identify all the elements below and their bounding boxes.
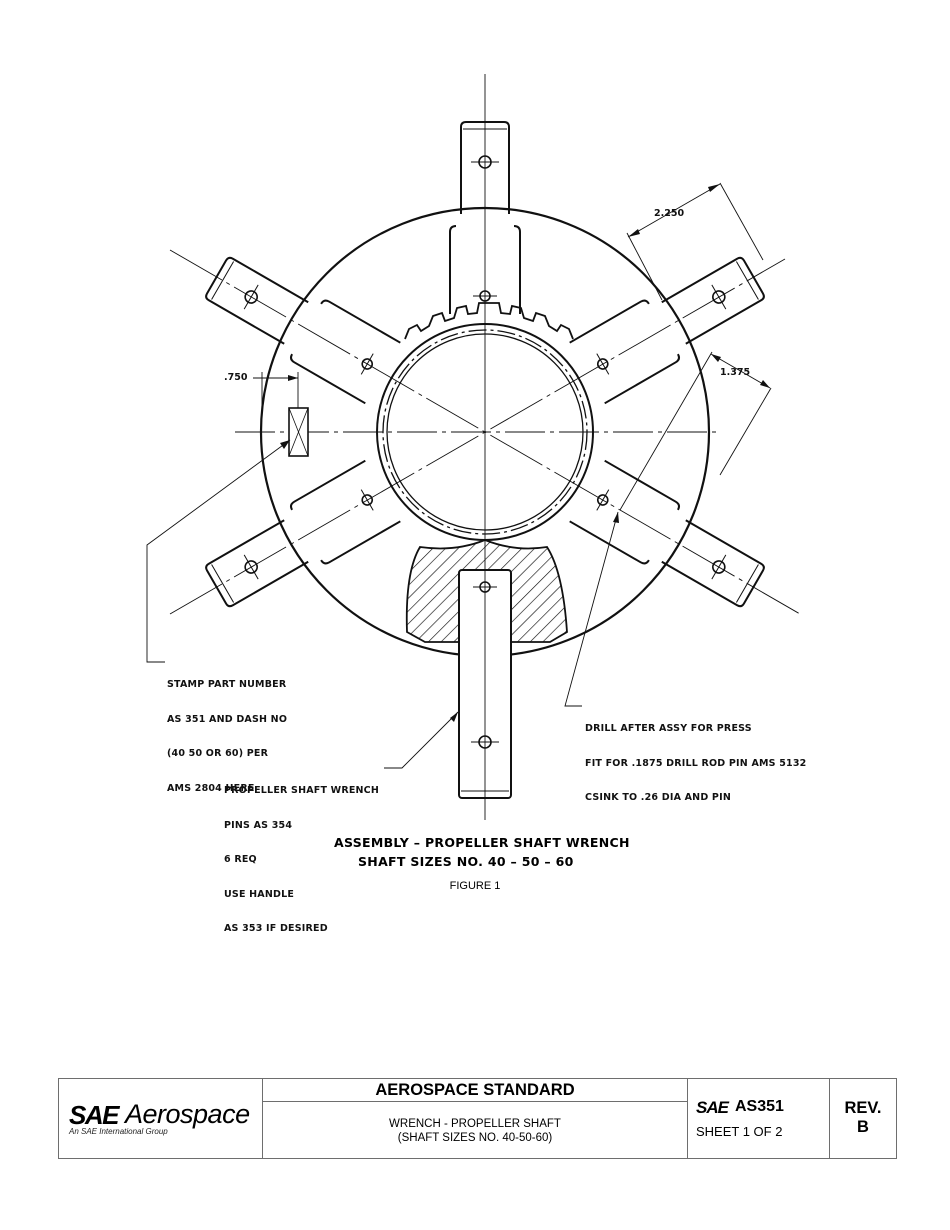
revision-value: B xyxy=(857,1118,869,1136)
note-line: AMS 2804 HERE xyxy=(167,782,255,794)
drawing-caption-sizes: SHAFT SIZES NO. 40 – 50 – 60 xyxy=(358,854,574,869)
title-block: SAE Aerospace An SAE International Group… xyxy=(58,1078,897,1159)
logo-tagline: An SAE International Group xyxy=(69,1127,168,1136)
note-line: FIT FOR .1875 DRILL ROD PIN AMS 5132 xyxy=(585,757,807,769)
note-drill-after-assembly: DRILL AFTER ASSY FOR PRESS FIT FOR .1875… xyxy=(585,700,806,815)
note-line: STAMP PART NUMBER xyxy=(167,679,287,690)
note-stamp-part-number: STAMP PART NUMBER AS 351 AND DASH NO (40… xyxy=(167,656,287,806)
drawing-caption-title: ASSEMBLY – PROPELLER SHAFT WRENCH xyxy=(334,835,630,850)
revision-cell: REV. B xyxy=(830,1079,896,1158)
document-title: WRENCH - PROPELLER SHAFT (SHAFT SIZES NO… xyxy=(263,1102,687,1158)
figure-label: FIGURE 1 xyxy=(449,880,501,892)
note-line: 6 REQ xyxy=(224,854,257,865)
doc-brand-logo: SAE xyxy=(696,1098,729,1117)
logo-name: Aerospace xyxy=(125,1099,250,1129)
revision-label: REV. xyxy=(844,1099,882,1117)
dimension-pin-offset: 1.375 xyxy=(720,367,751,378)
title-line-2: (SHAFT SIZES NO. 40-50-60) xyxy=(397,1132,553,1144)
note-line: DRILL AFTER ASSY FOR PRESS xyxy=(585,723,752,734)
note-line: AS 353 IF DESIRED xyxy=(224,923,328,934)
note-line: AS 351 AND DASH NO xyxy=(167,713,288,725)
sheet-number: SHEET 1 OF 2 xyxy=(696,1124,783,1139)
note-line: (40 50 OR 60) PER xyxy=(167,748,269,759)
note-line: USE HANDLE xyxy=(224,888,295,900)
title-cell: AEROSPACE STANDARD WRENCH - PROPELLER SH… xyxy=(263,1079,688,1158)
doc-number: AS351 xyxy=(735,1098,784,1115)
sae-aerospace-logo: SAE Aerospace An SAE International Group xyxy=(59,1079,263,1158)
standard-header: AEROSPACE STANDARD xyxy=(263,1079,687,1102)
logo-brand: SAE xyxy=(69,1100,119,1130)
wrench-assembly xyxy=(169,74,801,820)
note-line: CSINK TO .26 DIA AND PIN xyxy=(585,792,731,803)
dimension-arm-length: 2.250 xyxy=(654,208,685,219)
dimension-stamp-offset: .750 xyxy=(224,372,248,383)
note-line: PROPELLER SHAFT WRENCH xyxy=(224,785,380,796)
note-propeller-shaft-wrench: PROPELLER SHAFT WRENCH PINS AS 354 6 REQ… xyxy=(224,762,379,946)
note-line: PINS AS 354 xyxy=(224,819,293,831)
title-line-1: WRENCH - PROPELLER SHAFT xyxy=(389,1118,561,1130)
document-number-cell: SAE AS351 SHEET 1 OF 2 xyxy=(688,1079,830,1158)
